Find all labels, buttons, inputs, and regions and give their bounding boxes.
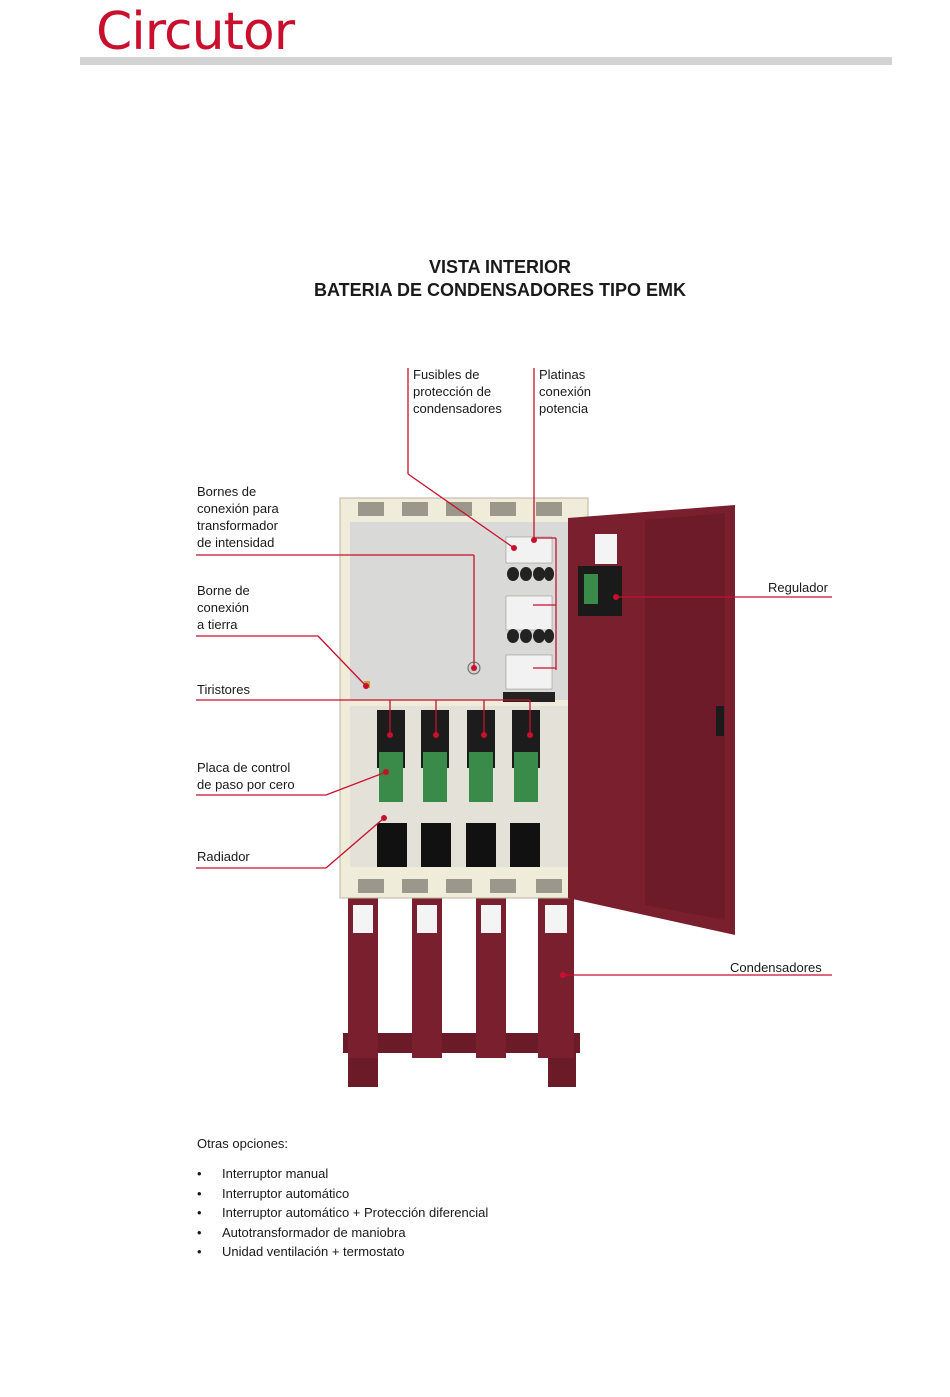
capacitor-units bbox=[343, 898, 580, 1087]
page-title-line1: VISTA INTERIOR bbox=[428, 257, 571, 277]
label-borne-tierra: Borne de conexión a tierra bbox=[197, 583, 250, 632]
list-item: •Interruptor automático + Protección dif… bbox=[197, 1205, 489, 1220]
label-placa-control: Placa de control de paso por cero bbox=[197, 760, 295, 792]
list-item: •Unidad ventilación + termostato bbox=[197, 1244, 405, 1259]
list-item: •Interruptor manual bbox=[197, 1166, 329, 1181]
cabinet-door bbox=[568, 505, 735, 935]
options-title: Otras opciones: bbox=[197, 1136, 289, 1151]
header-rule bbox=[80, 57, 892, 65]
label-radiador: Radiador bbox=[197, 849, 250, 864]
label-platinas: Platinas conexión potencia bbox=[539, 367, 592, 416]
list-item: •Interruptor automático bbox=[197, 1185, 350, 1201]
circutor-logo: Circutor bbox=[96, 2, 295, 62]
callout-dots bbox=[363, 537, 619, 978]
options-list: •Interruptor manual •Interruptor automát… bbox=[197, 1164, 488, 1262]
cabinet-body bbox=[339, 497, 589, 899]
callout-lines bbox=[196, 368, 832, 976]
label-condensadores: Condensadores bbox=[730, 960, 822, 975]
label-tiristores: Tiristores bbox=[197, 682, 250, 697]
list-item: •Autotransformador de maniobra bbox=[197, 1224, 406, 1240]
label-fusibles: Fusibles de protección de condensadores bbox=[413, 367, 502, 416]
label-bornes-transformador: Bornes de conexión para transformador de… bbox=[197, 484, 279, 550]
page-title-line2: BATERIA DE CONDENSADORES TIPO EMK bbox=[313, 280, 687, 300]
label-regulador: Regulador bbox=[768, 580, 828, 595]
